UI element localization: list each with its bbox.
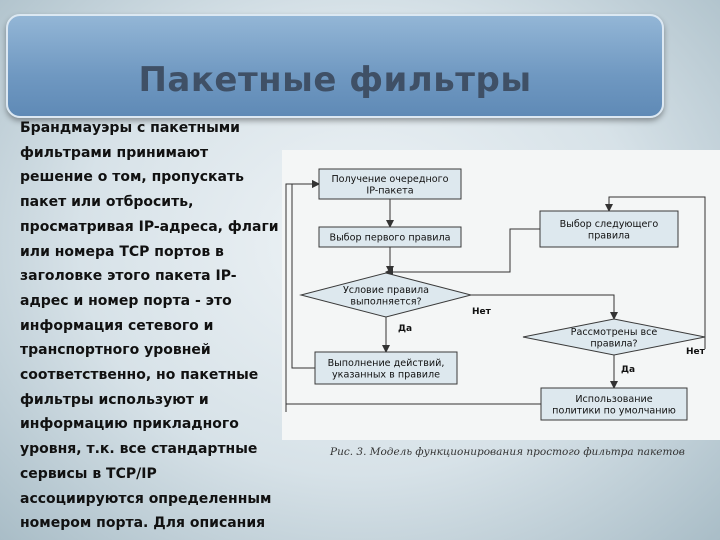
node-label: Рассмотрены все [571, 327, 658, 338]
edge-all-to-next [605, 196, 706, 349]
node-exec: Выполнение действий,указанных в правиле [314, 351, 458, 385]
process-box [539, 210, 679, 248]
node-label: IP-пакета [366, 185, 413, 196]
node-label: политики по умолчанию [552, 405, 676, 416]
slide-title: Пакетные фильтры [138, 60, 532, 100]
edge-label: Нет [686, 347, 706, 357]
body-text: Брандмауэры с пакетными фильтрами приним… [20, 120, 279, 540]
node-label: Выбор следующего [560, 219, 659, 230]
node-label: Выбор первого правила [330, 233, 451, 244]
process-box [318, 168, 462, 200]
node-label: Выполнение действий, [328, 358, 445, 369]
decision-diamond [299, 272, 473, 318]
edge-cond-to-all [471, 294, 618, 320]
node-label: Получение очередного [331, 174, 448, 185]
edge-exec-to-get [291, 180, 320, 369]
edge-label: Да [398, 324, 412, 334]
edge-label: Нет [472, 307, 492, 317]
node-label: Использование [575, 394, 652, 405]
edge-label: Да [621, 365, 635, 375]
node-first: Выбор первого правила [318, 226, 462, 248]
node-label: указанных в правиле [332, 369, 440, 380]
title-bar: Пакетные фильтры [6, 14, 664, 118]
process-box [540, 387, 688, 421]
process-box [318, 226, 462, 248]
edge-next-to-cond [385, 228, 540, 276]
figure-caption: Рис. 3. Модель функционирования простого… [330, 446, 685, 458]
decision-diamond [522, 318, 706, 356]
node-label: правила? [590, 338, 637, 349]
node-label: Условие правила [343, 285, 429, 296]
process-box [314, 351, 458, 385]
node-label: правила [588, 230, 630, 241]
node-label: выполняется? [350, 296, 421, 307]
edge-default-to-get [285, 180, 541, 412]
